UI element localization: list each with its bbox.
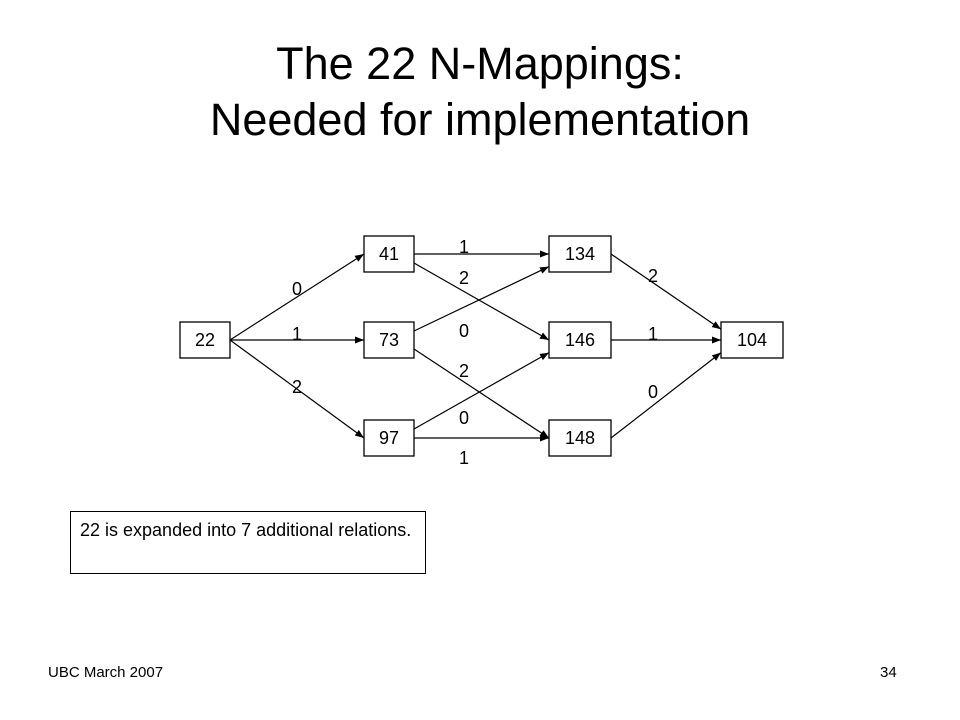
slide-title-line-1: The 22 N-Mappings: xyxy=(276,38,684,89)
node-label: 104 xyxy=(737,330,767,350)
edge-label-41-to-146: 2 xyxy=(459,268,469,288)
node-134: 134 xyxy=(548,235,612,273)
node-41: 41 xyxy=(363,235,415,273)
slide-title: The 22 N-Mappings: Needed for implementa… xyxy=(0,36,960,148)
node-22: 22 xyxy=(179,321,231,359)
node-box xyxy=(548,419,612,457)
edge-134-to-104 xyxy=(610,253,722,330)
node-box xyxy=(720,321,784,359)
node-label: 148 xyxy=(565,428,595,448)
edge-label-148-to-104: 0 xyxy=(648,382,658,402)
node-box xyxy=(548,235,612,273)
node-box xyxy=(179,321,231,359)
node-box xyxy=(363,419,415,457)
node-box xyxy=(363,321,415,359)
edge-label-97-to-148: 1 xyxy=(459,448,469,468)
node-label: 97 xyxy=(379,428,399,448)
node-box xyxy=(548,321,612,359)
edge-97-to-146 xyxy=(413,352,550,430)
edge-label-146-to-104: 1 xyxy=(648,324,658,344)
edge-label-22-to-97: 2 xyxy=(292,377,302,397)
node-148: 148 xyxy=(548,419,612,457)
edge-73-to-148 xyxy=(413,348,550,439)
edge-label-134-to-104: 2 xyxy=(648,266,658,286)
node-label: 22 xyxy=(195,330,215,350)
node-146: 146 xyxy=(548,321,612,359)
edge-73-to-134 xyxy=(413,266,550,332)
node-label: 146 xyxy=(565,330,595,350)
node-label: 73 xyxy=(379,330,399,350)
edge-label-41-to-134: 1 xyxy=(459,237,469,257)
node-label: 41 xyxy=(379,244,399,264)
edge-label-22-to-41: 0 xyxy=(292,279,302,299)
node-label: 134 xyxy=(565,244,595,264)
slide-title-line-2: Needed for implementation xyxy=(209,94,751,145)
note-box: 22 is expanded into 7 additional relatio… xyxy=(70,511,426,574)
edge-41-to-146 xyxy=(413,262,550,341)
node-73: 73 xyxy=(363,321,415,359)
slide-number: 34 xyxy=(880,664,897,681)
edge-22-to-97 xyxy=(229,339,365,439)
edge-label-22-to-73: 1 xyxy=(292,324,302,344)
edge-148-to-104 xyxy=(610,352,722,439)
node-104: 104 xyxy=(720,321,784,359)
node-box xyxy=(363,235,415,273)
footer-date: UBC March 2007 xyxy=(48,664,164,681)
edge-label-73-to-148: 2 xyxy=(459,361,469,381)
edge-22-to-41 xyxy=(229,253,365,341)
edge-label-73-to-134: 0 xyxy=(459,321,469,341)
edge-label-97-to-146: 0 xyxy=(459,408,469,428)
note-text: 22 is expanded into 7 additional relatio… xyxy=(80,520,412,540)
node-97: 97 xyxy=(363,419,415,457)
